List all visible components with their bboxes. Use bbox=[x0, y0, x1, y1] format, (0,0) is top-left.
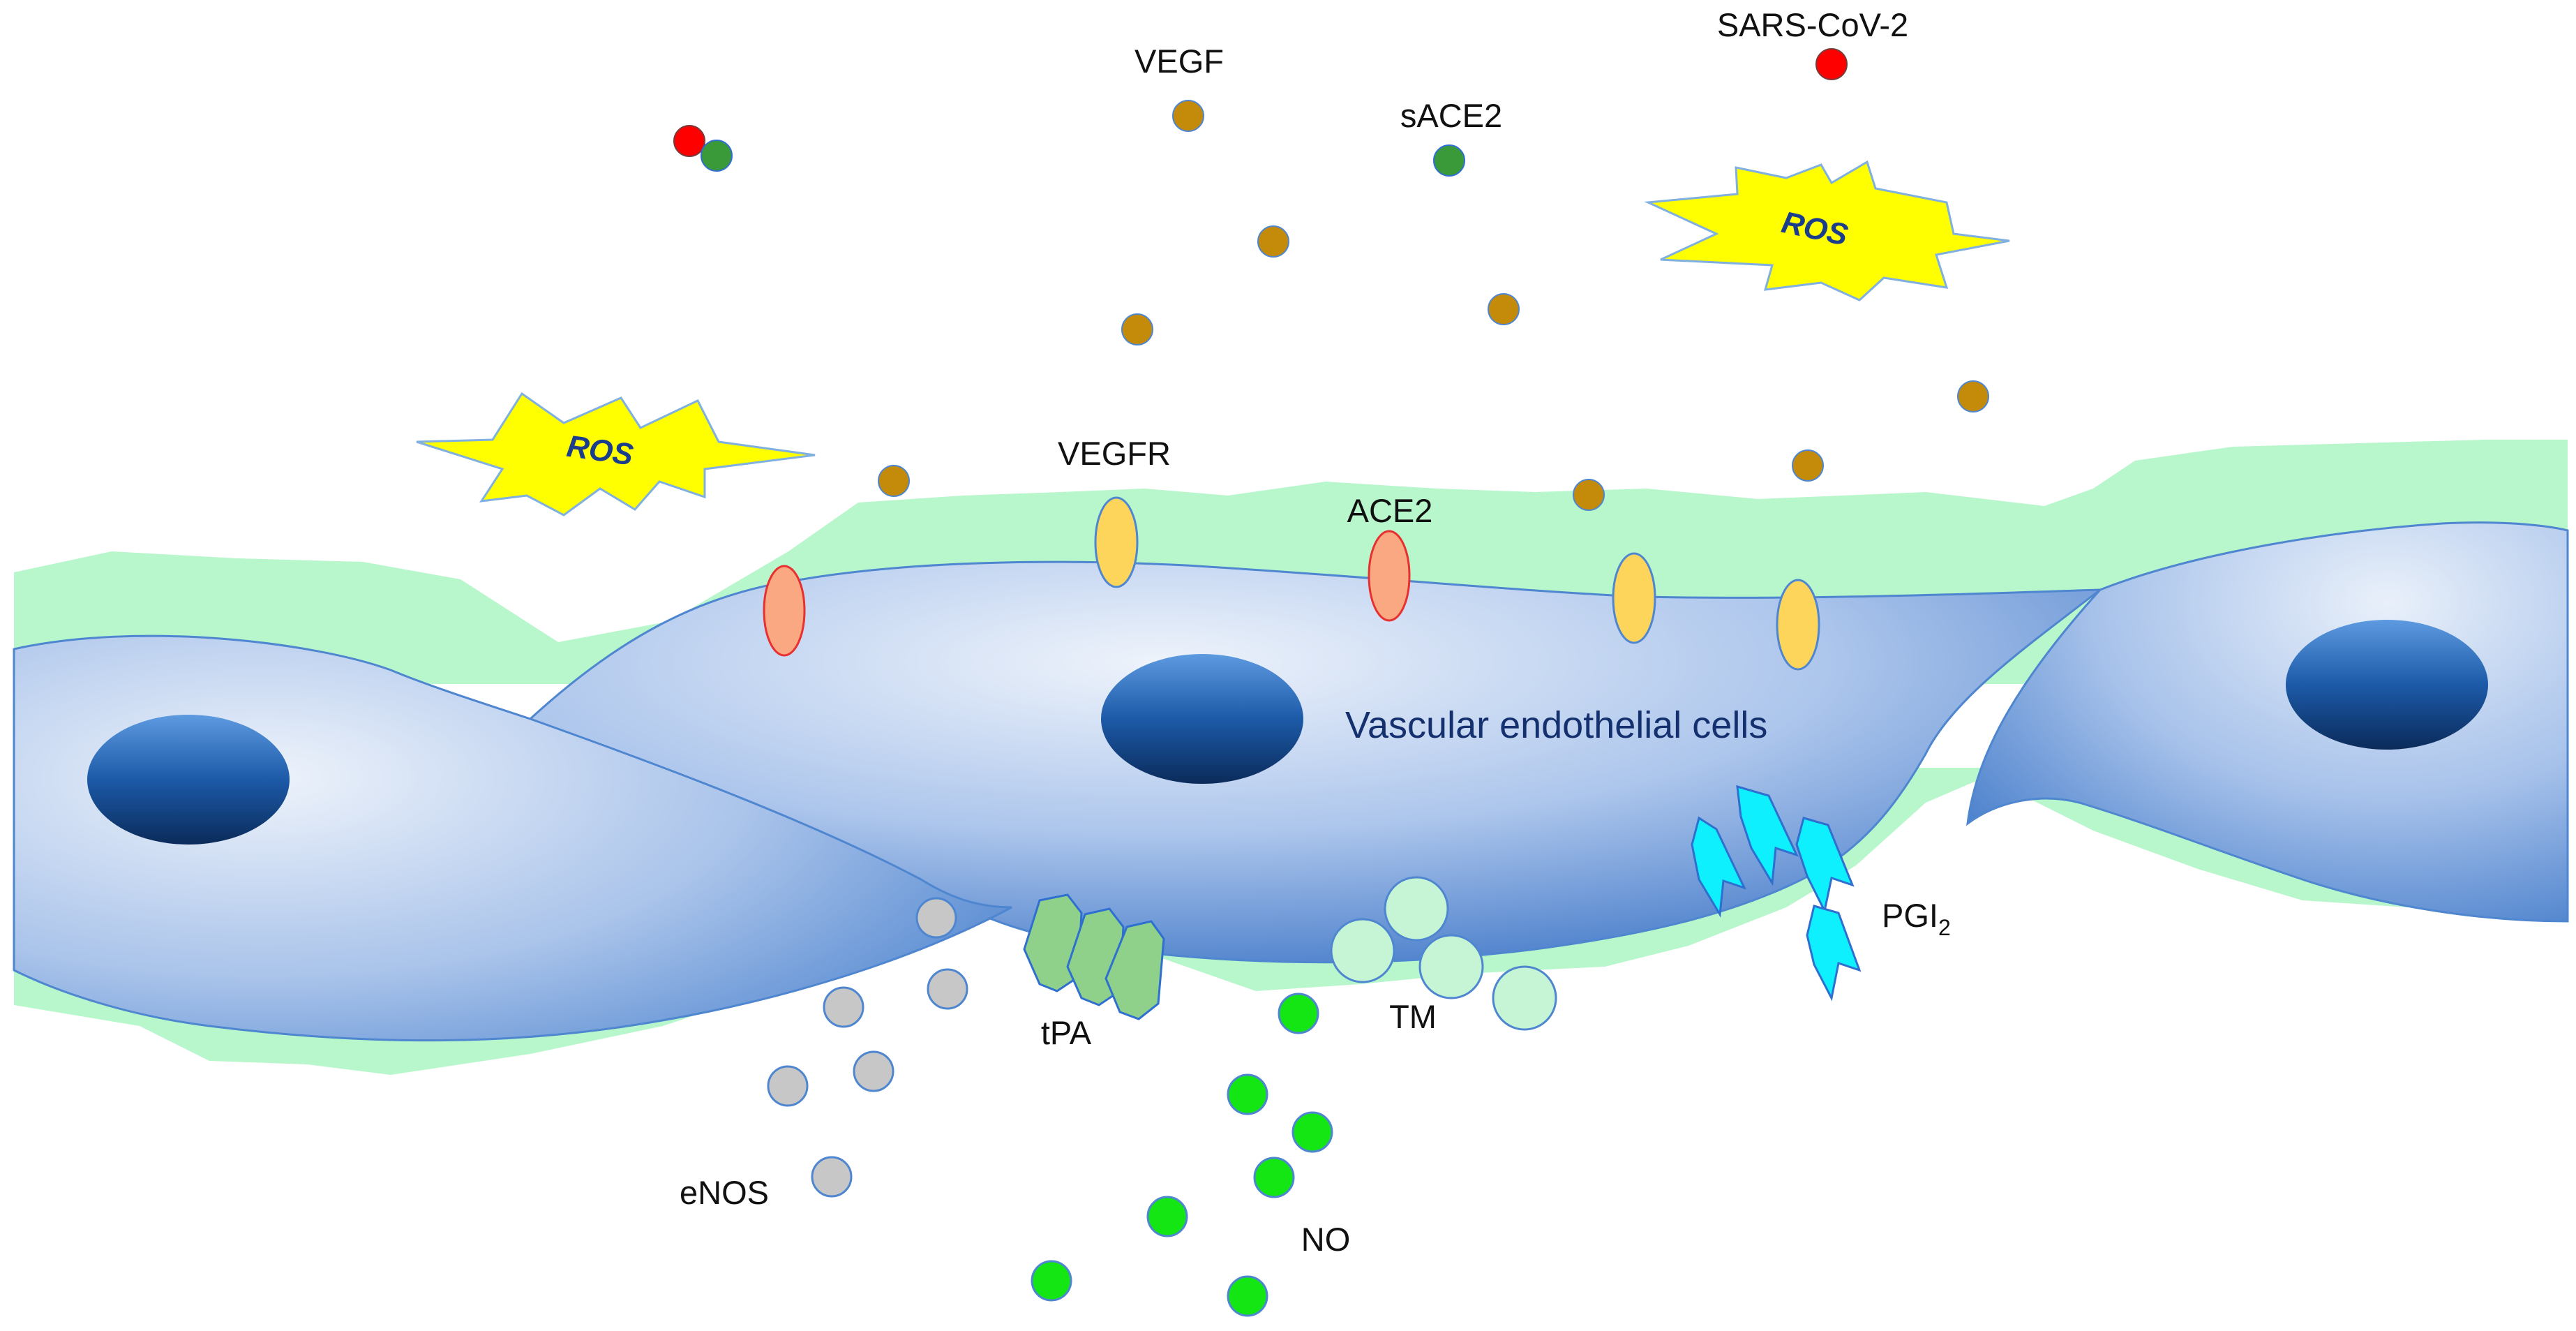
enos-molecule bbox=[927, 968, 968, 1010]
sace2-bound bbox=[701, 140, 733, 172]
ros-burst-left-shape bbox=[416, 392, 816, 516]
membrane-receptors bbox=[763, 496, 1820, 671]
enos-molecules bbox=[767, 897, 968, 1198]
vegf-molecule bbox=[1488, 293, 1520, 325]
label-sars-cov-2: SARS-CoV-2 bbox=[1717, 6, 1908, 43]
vegfr-receptor bbox=[1612, 552, 1656, 644]
label-enos: eNOS bbox=[680, 1174, 769, 1211]
label-tpa: tPA bbox=[1041, 1014, 1092, 1051]
no-molecule bbox=[1227, 1073, 1268, 1115]
nuclei bbox=[87, 620, 2488, 845]
tm-molecule bbox=[1330, 918, 1395, 983]
nucleus-right bbox=[2286, 620, 2488, 750]
no-molecule bbox=[1291, 1111, 1333, 1153]
label-vegfr: VEGFR bbox=[1058, 435, 1171, 472]
vegfr-receptor bbox=[1094, 496, 1139, 588]
pgi2-molecule bbox=[1795, 817, 1855, 914]
pgi2-molecule bbox=[1691, 816, 1746, 918]
enos-molecule bbox=[767, 1065, 809, 1107]
tm-molecule bbox=[1384, 876, 1449, 942]
no-molecule bbox=[1253, 1157, 1295, 1198]
ros-burst-right-shape bbox=[1644, 160, 2010, 302]
sars-cov-2-particle bbox=[1815, 48, 1848, 80]
vegf-molecule bbox=[1573, 479, 1605, 511]
label-vascular-endothelial-cells: Vascular endothelial cells bbox=[1345, 704, 1767, 746]
label-tm: TM bbox=[1389, 998, 1437, 1035]
ros-burst-left: ROS bbox=[416, 392, 816, 516]
no-molecule bbox=[1227, 1275, 1268, 1317]
label-vegf: VEGF bbox=[1135, 43, 1224, 80]
enos-molecule bbox=[811, 1156, 853, 1198]
nucleus-center bbox=[1101, 654, 1303, 784]
tpa-molecule bbox=[1104, 920, 1165, 1020]
vegf-molecules bbox=[878, 100, 1989, 511]
nucleus-left bbox=[87, 715, 290, 845]
label-pgi2-main: PGI bbox=[1882, 897, 1938, 934]
labels: SARS-CoV-2 VEGF sACE2 VEGFR ACE2 Vascula… bbox=[680, 6, 1951, 1258]
ros-burst-right: ROS bbox=[1644, 160, 2010, 302]
vegf-molecule bbox=[1257, 225, 1289, 258]
ace2-receptor bbox=[1368, 530, 1411, 622]
vegf-molecule bbox=[878, 465, 910, 497]
tpa-molecules bbox=[1023, 893, 1165, 1020]
no-molecule bbox=[1146, 1196, 1188, 1237]
pgi2-molecule bbox=[1806, 905, 1862, 1002]
vegf-molecule bbox=[1121, 313, 1153, 345]
ace2-receptor bbox=[763, 565, 806, 657]
tm-molecule bbox=[1492, 965, 1557, 1031]
vegf-molecule bbox=[1792, 449, 1824, 482]
sars-cov-2-bound bbox=[673, 125, 705, 157]
virus-particles bbox=[673, 48, 1848, 177]
label-pgi2: PGI2 bbox=[1882, 897, 1951, 940]
no-molecule bbox=[1278, 992, 1319, 1034]
enos-molecule bbox=[853, 1050, 894, 1092]
tm-molecule bbox=[1418, 934, 1484, 999]
tm-molecules bbox=[1330, 876, 1557, 1031]
vegfr-receptor bbox=[1776, 579, 1820, 671]
label-sace2: sACE2 bbox=[1400, 97, 1502, 134]
no-molecules bbox=[1031, 992, 1333, 1317]
label-ace2: ACE2 bbox=[1347, 492, 1433, 529]
label-no: NO bbox=[1301, 1221, 1351, 1258]
sace2-particle bbox=[1433, 144, 1465, 177]
vegf-molecule bbox=[1172, 100, 1204, 132]
label-pgi2-subscript: 2 bbox=[1938, 915, 1951, 940]
endothelial-cell-right bbox=[1966, 521, 2569, 923]
enos-molecule bbox=[915, 897, 957, 939]
pgi2-molecules bbox=[1691, 785, 1862, 1002]
pgi2-molecule bbox=[1736, 785, 1799, 886]
enos-molecule bbox=[823, 986, 864, 1028]
no-molecule bbox=[1031, 1260, 1072, 1302]
vegf-molecule bbox=[1957, 380, 1989, 412]
